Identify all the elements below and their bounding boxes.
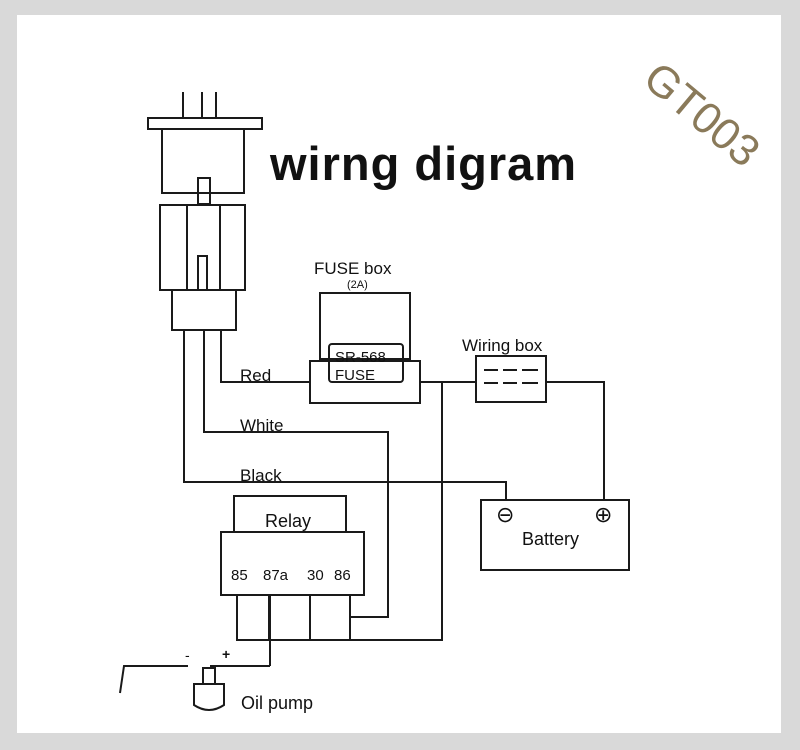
- wire-label-red: Red: [240, 366, 272, 385]
- fuse-model-label: SR-568: [335, 349, 386, 366]
- oil-pump-label: Oil pump: [241, 693, 314, 713]
- oil-pump: [119, 640, 271, 711]
- switch-unit: [147, 92, 263, 331]
- battery-label: Battery: [522, 529, 580, 549]
- relay-label: Relay: [265, 511, 312, 531]
- fuse-type-label: FUSE: [335, 367, 376, 384]
- relay: [220, 495, 365, 641]
- oil-pump-minus: -: [185, 647, 190, 663]
- fuse-box-label: FUSE box: [314, 259, 392, 278]
- wiring-box: [475, 355, 547, 403]
- relay-pin-87a: 87a: [263, 567, 289, 584]
- wire-label-black: Black: [240, 466, 282, 485]
- oil-pump-plus: +: [222, 646, 231, 662]
- relay-pin-86: 86: [334, 567, 351, 584]
- fuse-box: [309, 292, 421, 404]
- relay-pin-85: 85: [231, 567, 248, 584]
- relay-pin-30: 30: [307, 567, 324, 584]
- wiring-box-label: Wiring box: [462, 336, 543, 355]
- battery: [480, 499, 630, 571]
- battery-positive-terminal: ⊕: [594, 502, 613, 527]
- wire-label-white: White: [240, 416, 284, 435]
- diagram-title: wirng digram: [270, 137, 578, 190]
- diagram-card: [17, 15, 781, 733]
- wires: [183, 330, 605, 641]
- battery-negative-terminal: ⊖: [496, 502, 515, 527]
- fuse-rating-label: (2A): [347, 279, 368, 291]
